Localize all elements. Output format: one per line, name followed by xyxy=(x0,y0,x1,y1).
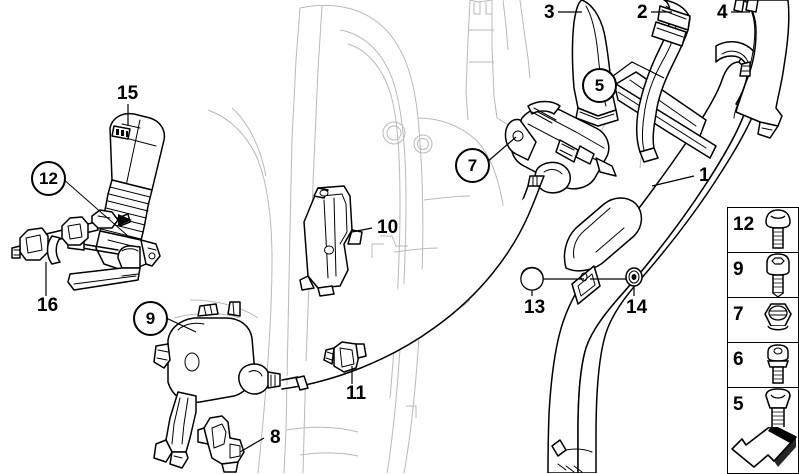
callout-3[interactable]: 3 xyxy=(544,2,555,23)
callout-13[interactable]: 13 xyxy=(524,297,546,318)
part-belt-tensioner xyxy=(153,301,281,469)
part-upper-belt-anchor xyxy=(613,71,717,159)
buckle-flexible-sleeve xyxy=(99,179,153,241)
part-cable-clip xyxy=(323,341,367,373)
callout-15[interactable]: 15 xyxy=(117,83,139,104)
legend-row[interactable]: 9 xyxy=(728,253,798,298)
callout-1[interactable]: 1 xyxy=(699,165,710,186)
part-buckle-stalk xyxy=(67,241,141,291)
ghost-seat-frame xyxy=(173,0,657,473)
callout-9[interactable]: 9 xyxy=(133,301,168,336)
hardware-legend: 12 9 xyxy=(727,207,799,433)
callout-2[interactable]: 2 xyxy=(637,2,648,23)
part-cap xyxy=(520,266,544,291)
callout-16[interactable]: 16 xyxy=(37,295,59,316)
pan-head-screw-icon xyxy=(758,208,798,252)
part-upper-trim-cover xyxy=(571,0,619,127)
legend-number: 9 xyxy=(733,259,744,280)
legend-number: 12 xyxy=(733,214,755,235)
legend-number: 5 xyxy=(733,394,744,415)
callout-12[interactable]: 12 xyxy=(31,161,66,196)
callout-14[interactable]: 14 xyxy=(626,297,648,318)
callout-8[interactable]: 8 xyxy=(270,427,281,448)
part-belt-retractor xyxy=(504,100,617,194)
collar-screw-icon xyxy=(758,343,798,387)
torx-bolt-icon xyxy=(758,388,798,432)
part-wiring-bracket-clips xyxy=(11,209,132,265)
legend-row[interactable]: 12 xyxy=(728,208,798,253)
callout-7[interactable]: 7 xyxy=(455,148,490,183)
legend-row[interactable]: 5 xyxy=(728,388,798,432)
socket-head-screw-icon xyxy=(758,253,798,297)
legend-row[interactable]: 6 xyxy=(728,343,798,388)
part-right-trim-strip xyxy=(733,0,790,139)
part-height-adjuster-rail xyxy=(299,185,363,297)
callout-5[interactable]: 5 xyxy=(582,68,617,103)
legend-row[interactable]: 7 xyxy=(728,298,798,343)
part-washer xyxy=(625,267,643,287)
part-tensioner-cable xyxy=(281,175,545,391)
part-connector-plug xyxy=(197,415,245,473)
callout-11[interactable]: 11 xyxy=(346,383,367,404)
legend-number: 6 xyxy=(733,349,744,370)
callout-4[interactable]: 4 xyxy=(717,2,728,23)
callout-10[interactable]: 10 xyxy=(377,217,399,238)
page-cut-corner xyxy=(727,427,799,474)
hex-nut-icon xyxy=(758,298,798,342)
leader-lines xyxy=(45,11,750,453)
legend-number: 7 xyxy=(733,304,744,325)
